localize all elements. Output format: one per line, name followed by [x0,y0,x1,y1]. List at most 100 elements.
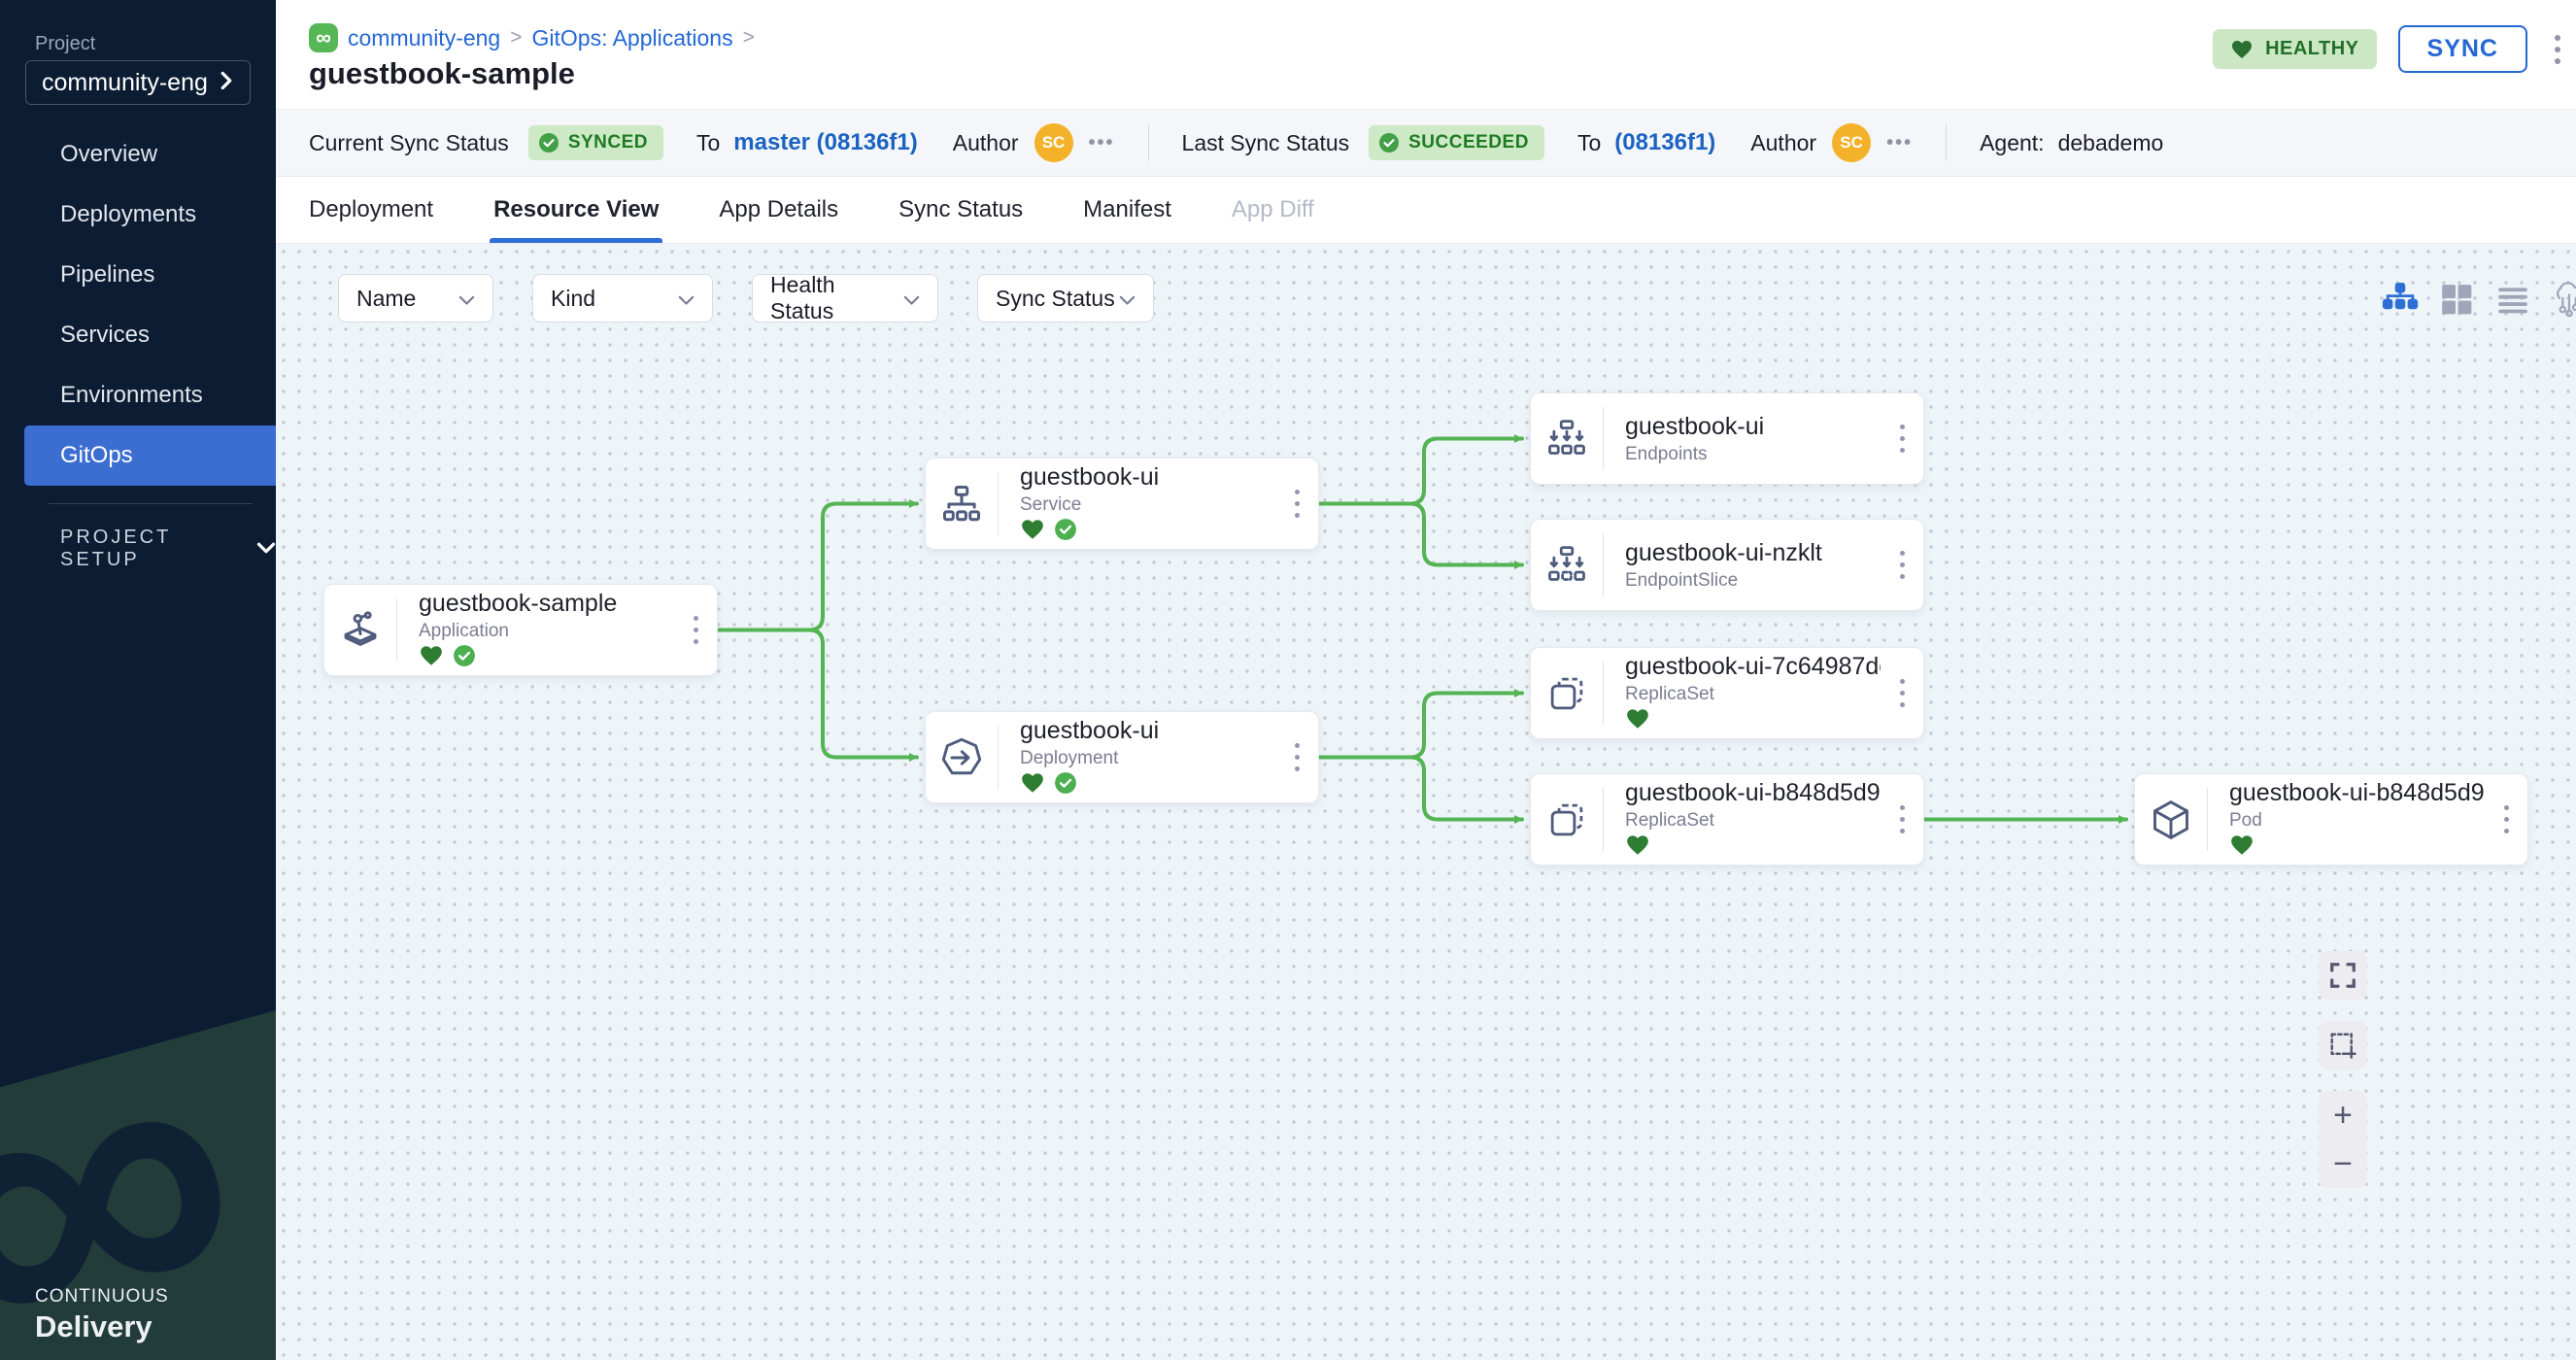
selection-icon[interactable] [2319,1021,2367,1070]
node-body: guestbook-ui-b848d5d9dReplicaSet [1604,774,1881,865]
breadcrumb: ∞ community-eng > GitOps: Applications > [309,23,755,52]
node-card-guestbook-ui-7c64987dc9-replicaset[interactable]: guestbook-ui-7c64987dc9ReplicaSet [1530,647,1924,739]
tab-app-diff: App Diff [1232,177,1314,243]
tabbar: Deployment Resource View App Details Sync S… [276,177,2576,244]
zoom-in-icon[interactable]: + [2319,1091,2367,1139]
heart-icon [2230,39,2254,60]
health-badge-label: HEALTHY [2265,38,2358,60]
node-status [1020,772,1275,798]
chevron-right-icon [219,71,234,95]
breadcrumb-link-applications[interactable]: GitOps: Applications [532,25,733,51]
pod-icon [2135,774,2207,865]
node-body: guestbook-ui-b848d5d9... Pod [2208,774,2485,865]
node-title: guestbook-ui-b848d5d9... [2229,779,2485,807]
module-logo-bottom: Delivery [35,1309,169,1344]
last-sync-group: Last Sync Status SUCCEEDED To (08136f1) … [1182,123,1914,162]
header-actions: HEALTHY SYNC [2213,25,2566,73]
author-avatar[interactable]: SC [1832,123,1871,162]
node-status [1625,834,1881,860]
node-kind: ReplicaSet [1625,684,1881,705]
node-kebab-menu-icon[interactable] [674,585,717,675]
node-title: guestbook-ui [1020,463,1275,492]
module-logo: CONTINUOUS Delivery [35,1286,169,1344]
sync-button[interactable]: SYNC [2398,25,2527,73]
node-kebab-menu-icon[interactable] [1881,774,1923,865]
node-title: guestbook-ui-nzklt [1625,539,1881,567]
node-status [419,645,674,670]
sidebar-item-pipelines[interactable]: Pipelines [0,245,276,305]
chevron-down-icon [256,538,276,561]
gitops-icon: ∞ [309,23,338,52]
node-kebab-menu-icon[interactable] [1881,648,1923,738]
current-sync-label: Current Sync Status [309,130,509,156]
node-kebab-menu-icon[interactable] [1881,393,1923,484]
project-selector[interactable]: community-eng [25,60,251,105]
healthy-heart-icon [1020,518,1045,546]
zoom-out-icon[interactable]: − [2319,1139,2367,1188]
tab-sync-status[interactable]: Sync Status [898,177,1023,243]
node-body: guestbook-uiDeployment [999,712,1275,802]
sidebar-item-overview[interactable]: Overview [0,124,276,185]
node-body: guestbook-uiEndpoints [1604,393,1881,484]
node-title: guestbook-ui-b848d5d9d [1625,779,1881,807]
breadcrumb-separator: > [743,26,755,50]
healthy-heart-icon [1020,771,1045,799]
more-authors-icon[interactable]: ••• [1886,132,1913,154]
breadcrumb-link-project[interactable]: community-eng [348,25,500,51]
synced-badge-label: SYNCED [568,132,648,153]
header-kebab-menu-icon[interactable] [2549,29,2566,70]
current-sync-target-link[interactable]: master (08136f1) [733,129,917,156]
node-body: guestbook-ui-7c64987dc9ReplicaSet [1604,648,1881,738]
node-kebab-menu-icon[interactable] [1275,459,1318,549]
sidebar-item-deployments[interactable]: Deployments [0,185,276,245]
node-kind: Endpoints [1625,444,1881,465]
sidebar-item-gitops[interactable]: GitOps [24,425,276,486]
sidebar-nav: OverviewDeploymentsPipelinesServicesEnvi… [0,124,276,486]
node-card-guestbook-ui-deployment[interactable]: guestbook-uiDeployment [925,711,1319,803]
sidebar-item-environments[interactable]: Environments [0,365,276,425]
healthy-heart-icon [419,644,444,672]
endpoints-icon [1531,393,1603,484]
succeeded-badge: SUCCEEDED [1369,125,1544,160]
sidebar-divider [49,503,253,504]
succeeded-badge-label: SUCCEEDED [1408,132,1529,153]
node-card-guestbook-ui-b848d5d9d-replicaset[interactable]: guestbook-ui-b848d5d9dReplicaSet [1530,773,1924,866]
node-card-guestbook-ui-service[interactable]: guestbook-uiService [925,458,1319,550]
resource-view-canvas[interactable]: NameKindHealth StatusSync Status guestbo… [276,244,2576,1360]
statusbar-divider [1148,124,1149,161]
tab-manifest[interactable]: Manifest [1083,177,1171,243]
check-circle-icon [1378,132,1400,153]
zoom-control: +− [2319,1091,2367,1188]
node-body: guestbook-ui-nzkltEndpointSlice [1604,520,1881,610]
node-kebab-menu-icon[interactable] [2485,774,2527,865]
node-kebab-menu-icon[interactable] [1275,712,1318,802]
node-kind: EndpointSlice [1625,570,1881,592]
sidebar-item-services[interactable]: Services [0,305,276,365]
node-status [1020,519,1275,544]
module-logo-top: CONTINUOUS [35,1286,169,1308]
last-sync-target-link[interactable]: (08136f1) [1614,129,1715,156]
node-kind: Pod [2229,810,2485,832]
node-card-guestbook-sample-application[interactable]: guestbook-sampleApplication [323,584,718,676]
node-card-guestbook-ui-b848d5d9-pod[interactable]: guestbook-ui-b848d5d9... Pod [2134,773,2528,866]
service-icon [926,459,998,549]
node-status [1625,708,1881,733]
author-avatar[interactable]: SC [1034,123,1073,162]
health-status-badge: HEALTHY [2213,29,2376,69]
tab-deployment[interactable]: Deployment [309,177,433,243]
agent-label: Agent: [1980,130,2045,156]
last-sync-label: Last Sync Status [1182,130,1350,156]
deployment-icon [926,712,998,802]
node-kebab-menu-icon[interactable] [1881,520,1923,610]
author-label: Author [953,130,1019,156]
fullscreen-icon[interactable] [2319,951,2367,1000]
page-title: guestbook-sample [309,56,575,91]
agent-group: Agent: debademo [1980,130,2163,156]
project-setup-toggle[interactable]: PROJECT SETUP [60,527,276,571]
node-card-guestbook-ui-endpoints[interactable]: guestbook-uiEndpoints [1530,392,1924,485]
synced-check-icon [1054,771,1077,799]
tab-resource-view[interactable]: Resource View [493,177,659,243]
more-authors-icon[interactable]: ••• [1089,132,1115,154]
tab-app-details[interactable]: App Details [719,177,838,243]
node-card-guestbook-ui-nzklt-endpointslice[interactable]: guestbook-ui-nzkltEndpointSlice [1530,519,1924,611]
